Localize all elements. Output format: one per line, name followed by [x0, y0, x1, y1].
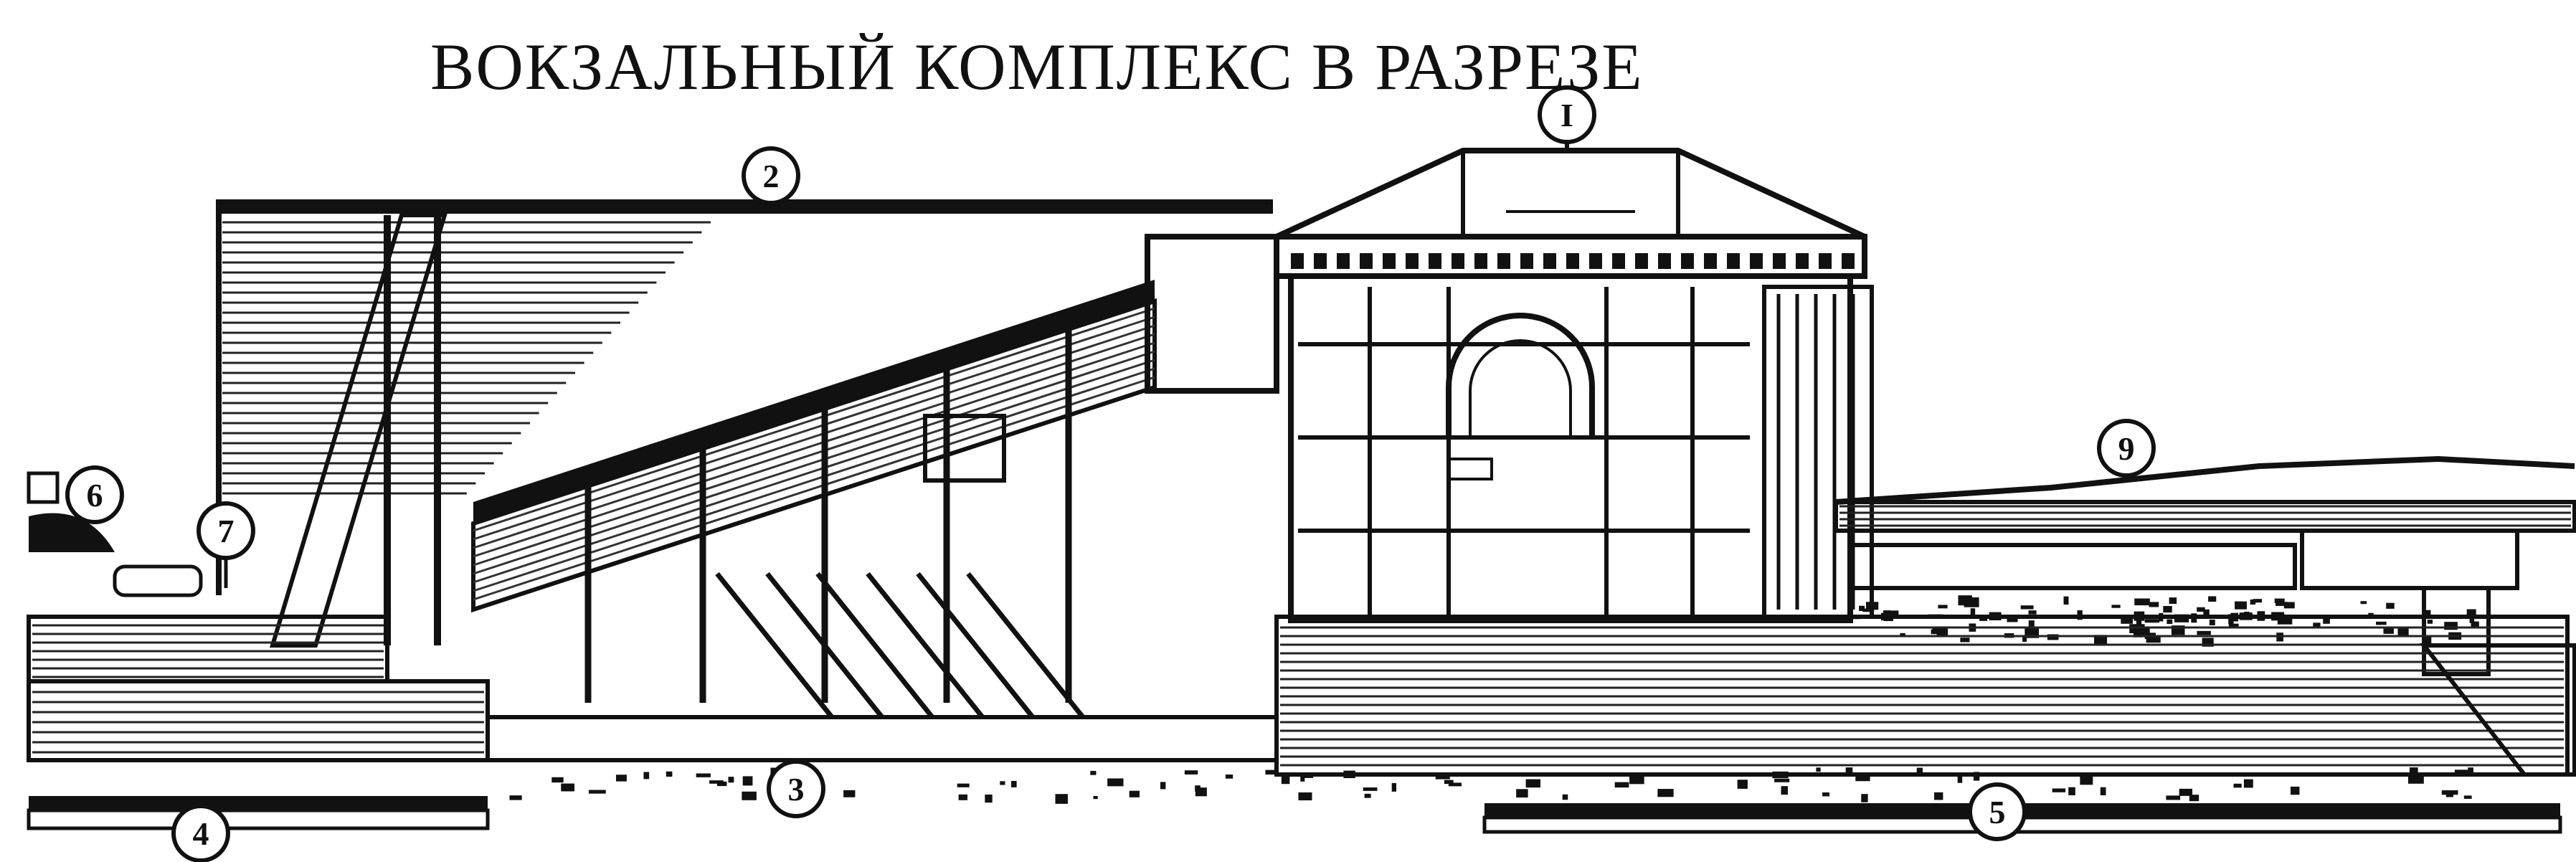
callout-3: 3 [767, 759, 825, 818]
callout-7: 7 [196, 501, 255, 588]
callout-6: 6 [65, 465, 124, 524]
train-shed [216, 199, 1273, 648]
station-pavilion [1274, 148, 1874, 623]
callout-4-label: 4 [193, 815, 209, 852]
callout-6-label: 6 [87, 477, 103, 513]
callout-9-label: 9 [2118, 430, 2135, 467]
callout-5-label: 5 [1989, 794, 2006, 830]
right-platforms [1834, 455, 2576, 676]
callout-7-label: 7 [218, 513, 235, 549]
callout-2: 2 [742, 146, 800, 205]
left-street [27, 471, 389, 683]
callout-1-label: I [1561, 97, 1573, 133]
callout-9: 9 [2097, 419, 2156, 478]
callout-4: 4 [171, 804, 230, 862]
callout-3-label: 3 [788, 771, 805, 807]
canopy-gallery [471, 234, 1279, 703]
callout-1: I [1538, 85, 1596, 151]
diagram-title: ВОКЗАЛЬНЫЙ КОМПЛЕКС В РАЗРЕЗЕ [430, 30, 1644, 103]
callout-5: 5 [1968, 782, 2027, 841]
callout-2-label: 2 [763, 158, 780, 194]
